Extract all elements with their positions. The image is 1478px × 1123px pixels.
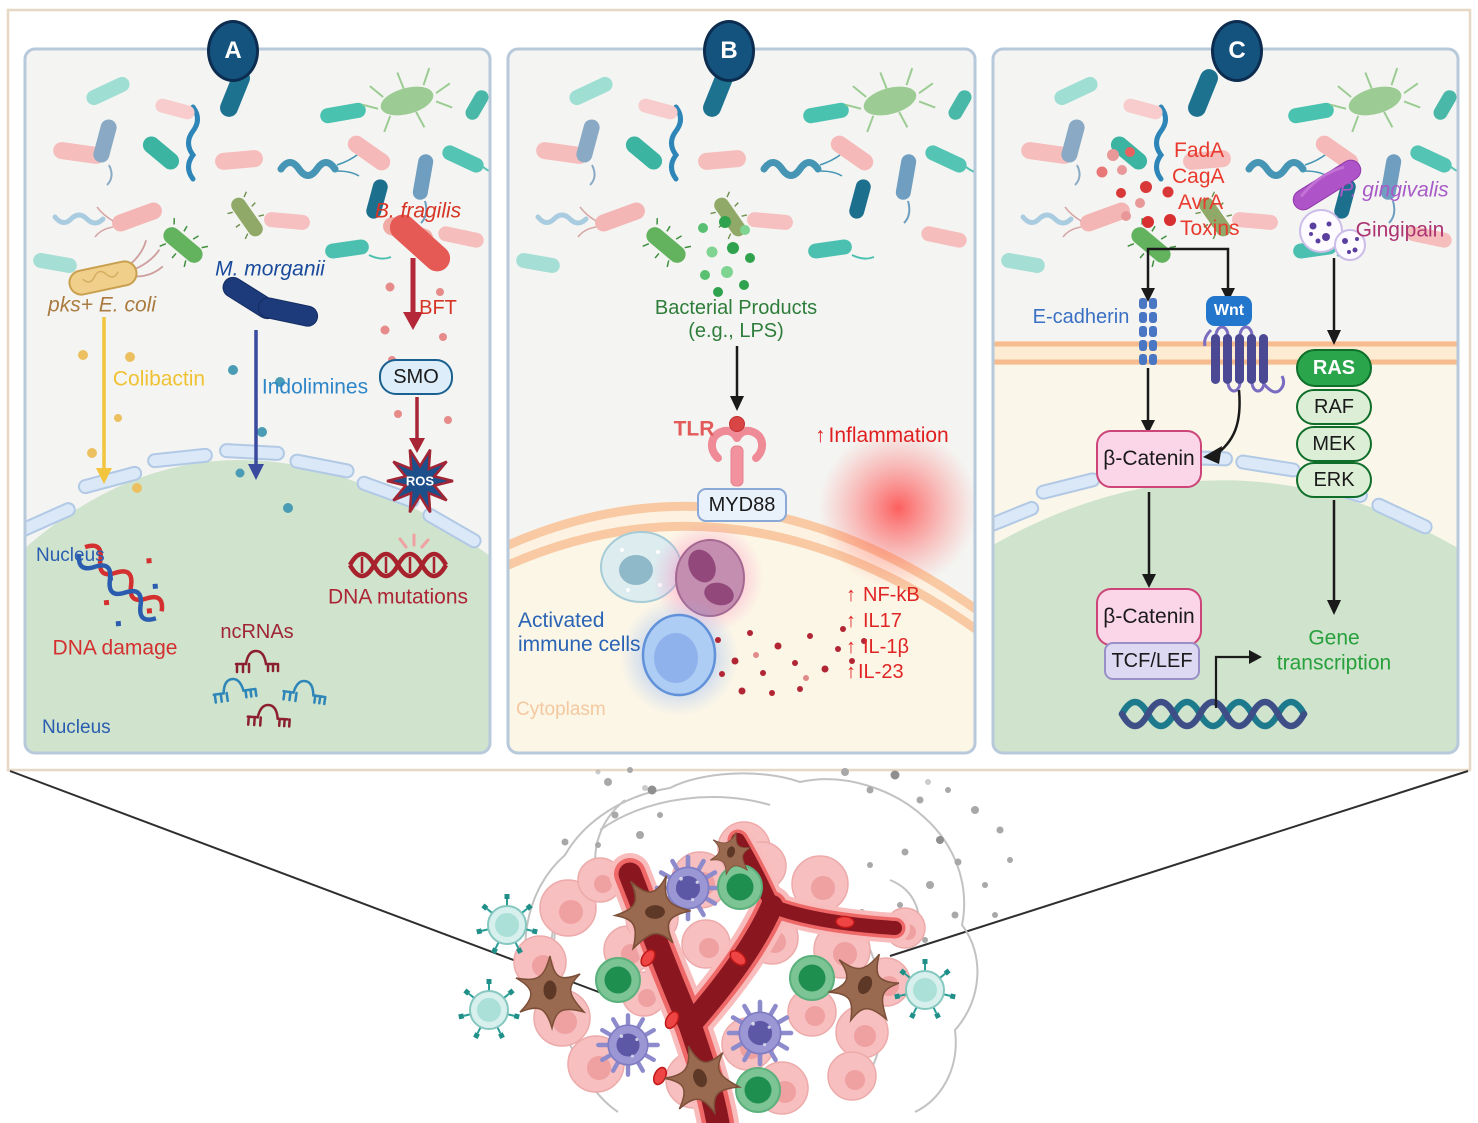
up-arrow-icon: ↑ <box>846 636 856 658</box>
ras-box: RAS <box>1296 349 1372 387</box>
virulence-factor-dots <box>1096 147 1176 228</box>
bacterial-products-label-line2: (e.g., LPS) <box>688 320 784 342</box>
ecadherin-bcatenin-arrow <box>1141 368 1155 434</box>
up-arrow-icon: ↑ <box>815 424 826 447</box>
zoom-line-right <box>889 770 1469 957</box>
myd88-box: MYD88 <box>697 488 787 522</box>
dna-helix <box>1118 698 1308 730</box>
products-arrow <box>730 346 744 411</box>
smo-ros-arrow <box>409 397 425 453</box>
bacterial-products-label-line1: Bacterial Products <box>654 297 818 319</box>
cytokine-il23: ↑ IL-23 <box>846 661 904 684</box>
inflammation-text: Inflammation <box>828 424 949 447</box>
cytokine-il1b: ↑ IL-1β <box>846 636 909 659</box>
bcatenin-translocation-arrow <box>1142 492 1156 588</box>
dna-damage-label: DNA damage <box>52 636 178 660</box>
p-gingivalis-bacterium <box>1292 159 1366 261</box>
dna-damage-art <box>76 543 165 627</box>
red-blood-cells <box>640 915 855 1086</box>
cytokine-nfkb: ↑ NF-kB <box>846 584 920 607</box>
panel-b-badge: B <box>703 20 755 82</box>
up-arrow-icon: ↑ <box>846 584 856 606</box>
up-arrow-icon: ↑ <box>846 661 856 683</box>
immune-cells <box>600 522 764 717</box>
indolimines-label: Indolimines <box>261 375 369 399</box>
wnt-bcatenin-arrow <box>1203 389 1241 464</box>
dna-mutations-label: DNA mutations <box>327 585 469 609</box>
transcription-start-arrow <box>1214 650 1262 708</box>
tcf-lef-box: TCF/LEF <box>1104 642 1200 680</box>
ros-label: ROS <box>405 473 435 489</box>
erk-gene-arrow <box>1327 500 1341 615</box>
cytokine-il17: ↑ IL17 <box>846 610 902 633</box>
cytokine-label: IL-1β <box>863 636 909 658</box>
pks-e-coli-label: pks+ E. coli <box>48 293 156 317</box>
ncrnas-label: ncRNAs <box>220 621 294 643</box>
toxin-split-arrow <box>1146 247 1230 288</box>
colibactin-label: Colibactin <box>112 367 206 391</box>
frizzled-receptor <box>1203 325 1286 394</box>
cytoplasm-label: Cytoplasm <box>516 699 606 720</box>
indolimines-arrow <box>248 330 264 480</box>
bft-label: BFT <box>419 297 457 319</box>
b-fragilis-label: B. fragilis <box>374 199 462 223</box>
dna-mutations-art <box>348 533 448 579</box>
smo-box: SMO <box>379 359 453 395</box>
colibactin-arrow <box>96 317 112 484</box>
panel-a-art <box>25 214 490 753</box>
e-cadherin-receptor <box>1139 298 1157 365</box>
wnt-box: Wnt <box>1206 296 1252 326</box>
nucleus-c <box>993 480 1458 753</box>
panel-c-badge: C <box>1211 20 1263 82</box>
p-gingivalis-label: P. gingivalis <box>1339 178 1449 202</box>
erk-box: ERK <box>1296 462 1372 498</box>
nucleus-label-upper: Nucleus <box>36 545 105 566</box>
nuclear-envelope-a <box>25 443 482 549</box>
b-fragilis-bacterium <box>383 214 451 272</box>
caga-label: CagA <box>1172 165 1225 188</box>
cytokine-label: NF-kB <box>863 584 920 606</box>
raf-box: RAF <box>1296 389 1372 425</box>
lps-dots <box>698 216 755 297</box>
nucleus-label-lower: Nucleus <box>42 717 111 738</box>
gingipain-label: Gingipain <box>1355 218 1445 242</box>
gingipain-arrow <box>1327 258 1341 345</box>
up-arrow-icon: ↑ <box>846 610 856 632</box>
nucleus-a <box>25 459 490 753</box>
cytokine-dots <box>715 626 867 696</box>
ncrna-art <box>212 649 327 728</box>
activated-immune-label-line1: Activated <box>518 609 605 632</box>
bft-arrow <box>403 258 423 330</box>
tumor-microenvironment <box>457 767 1013 1123</box>
beta-catenin-box-membrane: β-Catenin <box>1096 430 1202 488</box>
tlr-label: TLR <box>673 417 715 441</box>
inflammation-glow <box>818 428 975 588</box>
inflammation-label: ↑ Inflammation <box>815 424 949 448</box>
e-cadherin-label: E-cadherin <box>1032 306 1130 328</box>
ros-starburst <box>386 448 454 514</box>
m-morganii-label: M. morganii <box>215 257 325 281</box>
cell-membrane-b-inner <box>508 521 975 634</box>
panel-a-badge: A <box>207 20 259 82</box>
fada-label: FadA <box>1174 139 1225 162</box>
activated-immune-label-line2: immune cells <box>518 633 641 656</box>
cytokine-label: IL17 <box>863 610 902 632</box>
indolimine-dots <box>228 365 293 513</box>
m-morganii-bacterium <box>222 276 319 327</box>
colibactin-dots <box>78 350 142 493</box>
gene-transcription-label-line1: Gene <box>1308 626 1360 650</box>
cytokine-label: IL-23 <box>858 661 904 683</box>
avra-label: AvrA <box>1178 191 1224 214</box>
toxins-label: Toxins <box>1180 217 1240 240</box>
mek-box: MEK <box>1296 426 1372 462</box>
tlr-receptor <box>708 416 766 487</box>
pks-e-coli-bacterium <box>68 239 164 296</box>
gene-transcription-label-line2: transcription <box>1276 651 1392 675</box>
beta-catenin-box-nuclear: β-Catenin <box>1096 588 1202 646</box>
